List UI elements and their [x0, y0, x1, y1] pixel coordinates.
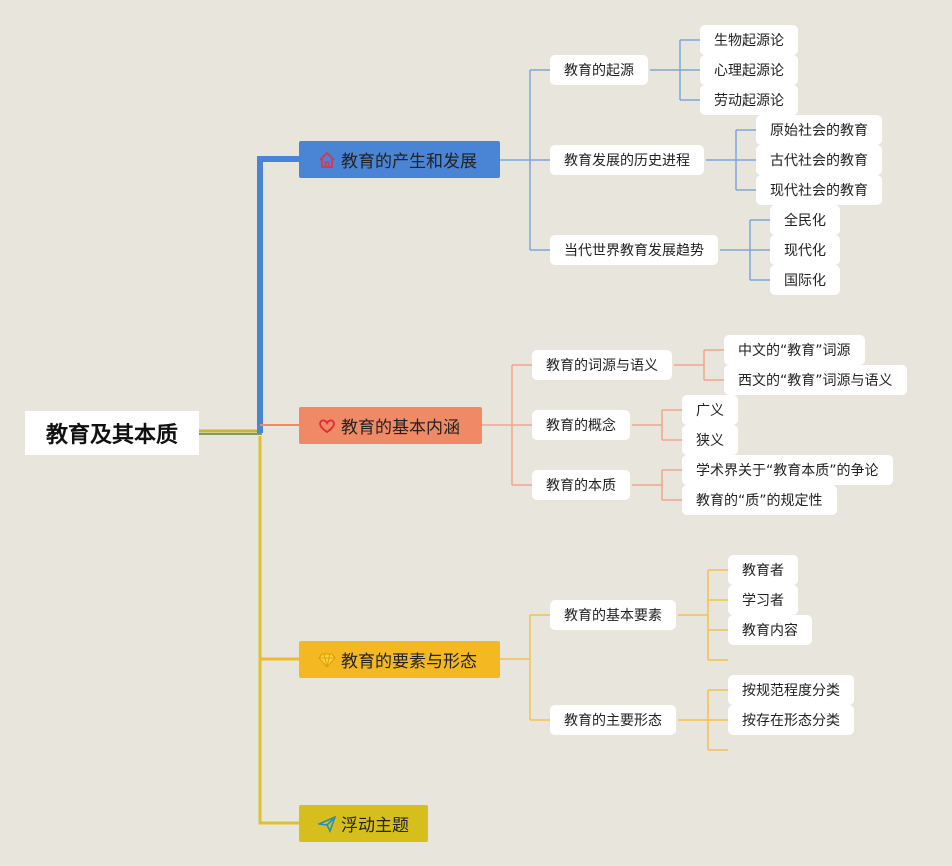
leaf-topic[interactable]: 古代社会的教育	[756, 145, 882, 175]
leaf-topic[interactable]: 狭义	[682, 425, 738, 455]
subtopic-main-forms[interactable]: 教育的主要形态	[550, 705, 676, 735]
paper-plane-icon	[317, 814, 337, 834]
leaf-topic[interactable]: 按存在形态分类	[728, 705, 854, 735]
leaf-topic[interactable]: 教育者	[728, 555, 798, 585]
leaf-topic[interactable]: 全民化	[770, 205, 840, 235]
leaf-topic[interactable]: 心理起源论	[700, 55, 798, 85]
branch-origin-development[interactable]: 教育的产生和发展	[299, 141, 500, 178]
leaf-topic[interactable]: 广义	[682, 395, 738, 425]
subtopic-history[interactable]: 教育发展的历史进程	[550, 145, 704, 175]
branch-label: 教育的要素与形态	[341, 652, 477, 672]
leaf-topic[interactable]: 按规范程度分类	[728, 675, 854, 705]
branch-elements-forms[interactable]: 教育的要素与形态	[299, 641, 500, 678]
subtopic-basic-elements[interactable]: 教育的基本要素	[550, 600, 676, 630]
subtopic-concept[interactable]: 教育的概念	[532, 410, 630, 440]
branch-label: 教育的产生和发展	[341, 152, 477, 172]
subtopic-origin[interactable]: 教育的起源	[550, 55, 648, 85]
leaf-topic[interactable]: 劳动起源论	[700, 85, 798, 115]
diamond-icon	[317, 650, 337, 670]
subtopic-etymology[interactable]: 教育的词源与语义	[532, 350, 672, 380]
heart-icon	[317, 416, 337, 436]
leaf-topic[interactable]: 教育的“质”的规定性	[682, 485, 837, 515]
subtopic-trends[interactable]: 当代世界教育发展趋势	[550, 235, 718, 265]
leaf-topic[interactable]: 中文的“教育”词源	[724, 335, 865, 365]
home-icon	[317, 150, 337, 170]
leaf-topic[interactable]: 原始社会的教育	[756, 115, 882, 145]
leaf-topic[interactable]: 现代社会的教育	[756, 175, 882, 205]
branch-floating-topic[interactable]: 浮动主题	[299, 805, 428, 842]
leaf-topic[interactable]: 现代化	[770, 235, 840, 265]
leaf-topic[interactable]: 生物起源论	[700, 25, 798, 55]
branch-basic-connotation[interactable]: 教育的基本内涵	[299, 407, 482, 444]
leaf-topic[interactable]: 学习者	[728, 585, 798, 615]
subtopic-essence[interactable]: 教育的本质	[532, 470, 630, 500]
root-topic[interactable]: 教育及其本质	[25, 411, 199, 455]
leaf-topic[interactable]: 国际化	[770, 265, 840, 295]
leaf-topic[interactable]: 学术界关于“教育本质”的争论	[682, 455, 893, 485]
branch-label: 教育的基本内涵	[341, 418, 460, 438]
leaf-topic[interactable]: 教育内容	[728, 615, 812, 645]
leaf-topic[interactable]: 西文的“教育”词源与语义	[724, 365, 907, 395]
branch-label: 浮动主题	[341, 816, 409, 836]
